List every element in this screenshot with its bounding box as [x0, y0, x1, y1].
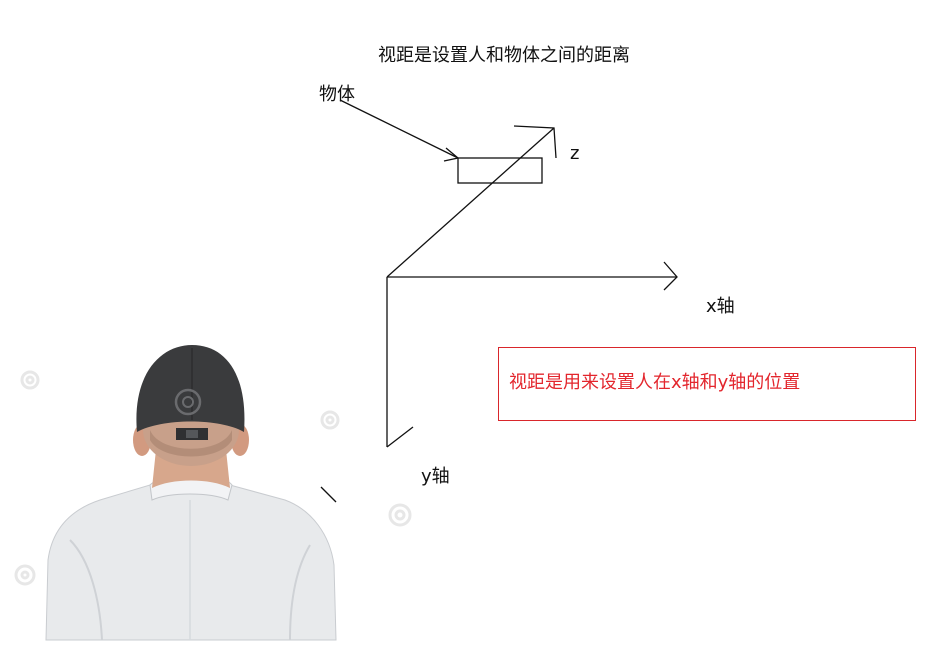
z-axis-label: z — [570, 143, 580, 164]
watermark — [14, 370, 412, 586]
y-axis-label: y轴 — [421, 466, 450, 487]
x-axis-label: x轴 — [706, 296, 735, 317]
shirt — [45, 484, 337, 641]
z-axis-line — [386, 127, 555, 278]
y-axis-arrowhead — [386, 426, 414, 448]
object-pointer-arrowhead — [443, 147, 460, 162]
diagram-title: 视距是设置人和物体之间的距离 — [378, 45, 630, 66]
person-photo — [45, 345, 337, 641]
object-label: 物体 — [319, 84, 355, 105]
axes — [320, 99, 678, 503]
cap — [136, 345, 245, 432]
z-axis-arrowhead — [513, 125, 557, 159]
note-box: 视距是用来设置人在x轴和y轴的位置 — [498, 347, 916, 421]
stray-stroke — [320, 486, 337, 503]
object-rectangle — [457, 157, 543, 184]
object-pointer-line — [339, 99, 459, 159]
x-axis-arrowhead — [663, 261, 678, 291]
note-text: 视距是用来设置人在x轴和y轴的位置 — [509, 372, 801, 393]
